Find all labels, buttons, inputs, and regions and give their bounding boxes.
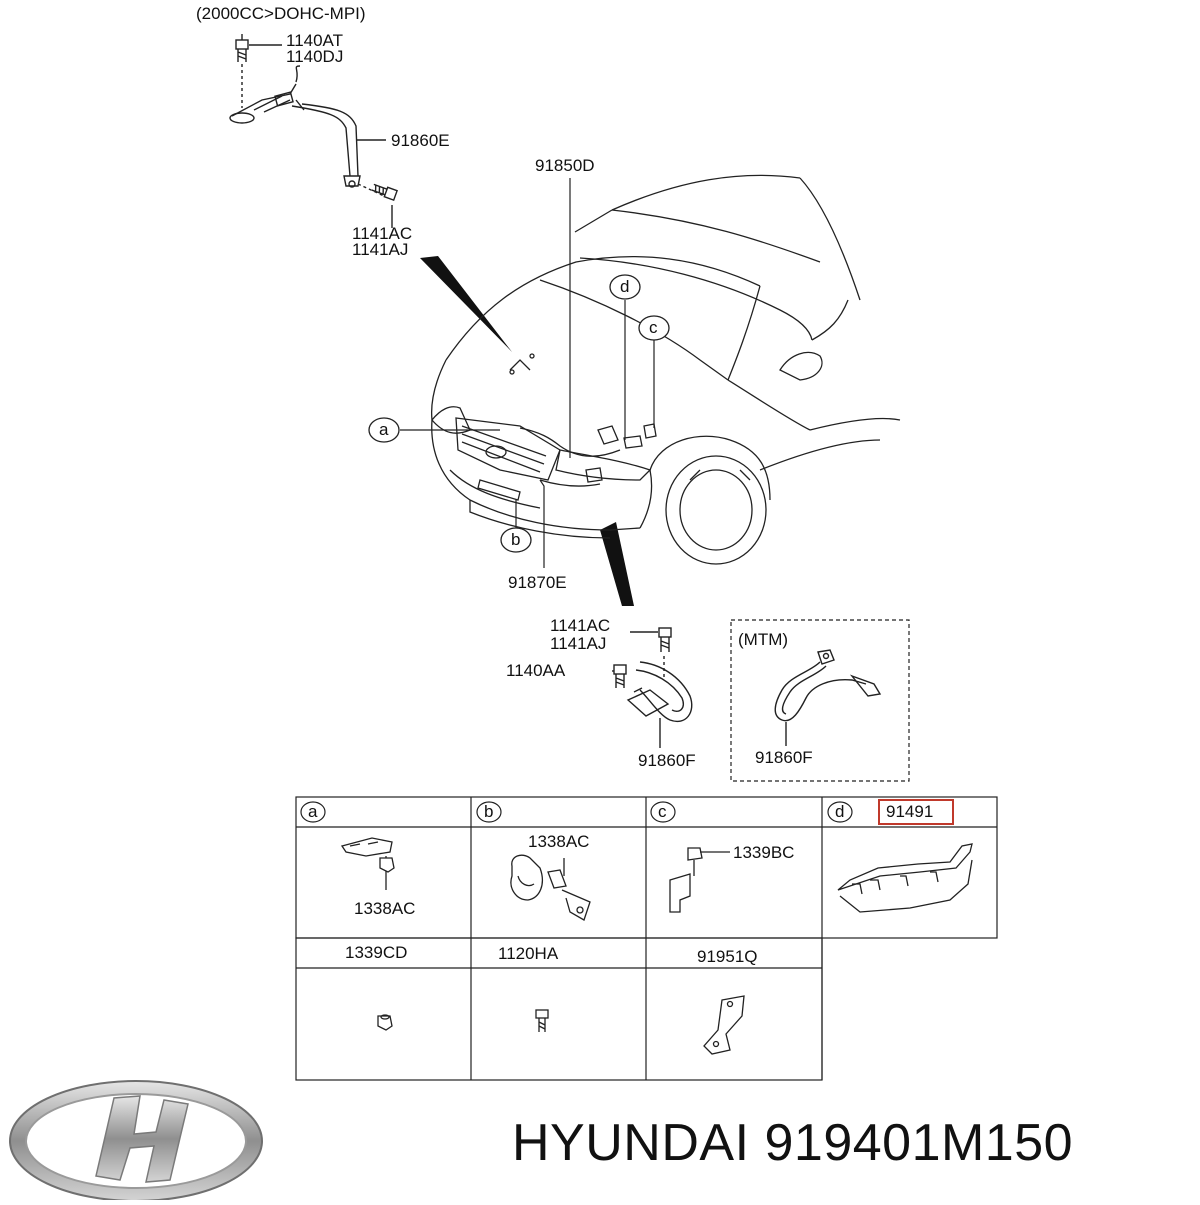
- part-number-1141aj-low: 1141AJ: [550, 634, 607, 653]
- highlight-box: [878, 799, 954, 825]
- battery-cable-icon: [774, 649, 882, 746]
- mtm-box: [730, 619, 910, 782]
- nut-icon: [379, 857, 395, 873]
- nut-icon: [377, 1014, 393, 1031]
- part-number-91870e: 91870E: [508, 573, 567, 592]
- table-part-1120ha: 1120HA: [498, 944, 559, 963]
- part-number-1140dj: 1140DJ: [286, 47, 344, 66]
- callout-c: [638, 315, 670, 341]
- table-header-b: b: [484, 802, 494, 821]
- callout-a: [368, 417, 400, 443]
- table-part-b-1338ac: 1338AC: [528, 832, 590, 851]
- clip-icon: [837, 843, 973, 913]
- callout-d: [609, 274, 641, 300]
- bolt-icon: [658, 627, 672, 652]
- part-number-91850d: 91850D: [535, 156, 595, 175]
- part-number-1141ac-top: 1141AC: [352, 224, 413, 243]
- clip-icon: [510, 854, 591, 921]
- part-number-1140aa: 1140AA: [506, 661, 566, 680]
- top-cable-assembly: [229, 34, 399, 228]
- hyundai-logo-icon: [9, 1080, 263, 1202]
- bracket-icon: [669, 847, 730, 913]
- callout-leaders: [400, 178, 655, 568]
- bolt-icon: [235, 34, 249, 62]
- leader-stripe-bottom: [600, 522, 634, 606]
- table-part-a-1338ac: 1338AC: [354, 899, 416, 918]
- mtm-title: (MTM): [738, 630, 789, 649]
- table-header-c: c: [658, 802, 667, 821]
- bolt-icon: [535, 1009, 549, 1032]
- table-part-91491: 91491: [886, 802, 934, 821]
- callout-a-label: a: [379, 420, 389, 439]
- brand-part-number: HYUNDAI 919401M150: [512, 1114, 1074, 1172]
- bolt-icon: [613, 664, 627, 688]
- part-number-91860f: 91860F: [638, 751, 696, 770]
- bolt-icon: [371, 183, 399, 202]
- callout-b-label: b: [511, 530, 521, 549]
- table-header-d: d: [835, 802, 845, 821]
- table-header-a: a: [308, 802, 318, 821]
- callout-d-label: d: [620, 277, 630, 296]
- mtm-part-number-91860f: 91860F: [755, 748, 813, 767]
- part-number-91860e: 91860E: [391, 131, 450, 150]
- table-part-c-1339bc: 1339BC: [733, 843, 795, 862]
- leader-stripe-top: [420, 256, 512, 352]
- callout-c-label: c: [649, 318, 658, 337]
- part-number-1140at: 1140AT: [286, 31, 344, 50]
- part-number-1141ac-low: 1141AC: [550, 616, 611, 635]
- parts-table: [295, 796, 998, 1081]
- table-part-91951q: 91951Q: [697, 947, 758, 966]
- bracket-icon: [703, 995, 745, 1055]
- engine-variant-label: (2000CC>DOHC-MPI): [196, 4, 366, 23]
- part-number-1141aj-top: 1141AJ: [352, 240, 409, 259]
- table-badges: [300, 801, 853, 823]
- callout-b: [500, 527, 532, 553]
- car-front-icon: [430, 174, 901, 565]
- table-part-1339cd: 1339CD: [345, 943, 408, 962]
- lower-cable-assembly: [612, 627, 693, 748]
